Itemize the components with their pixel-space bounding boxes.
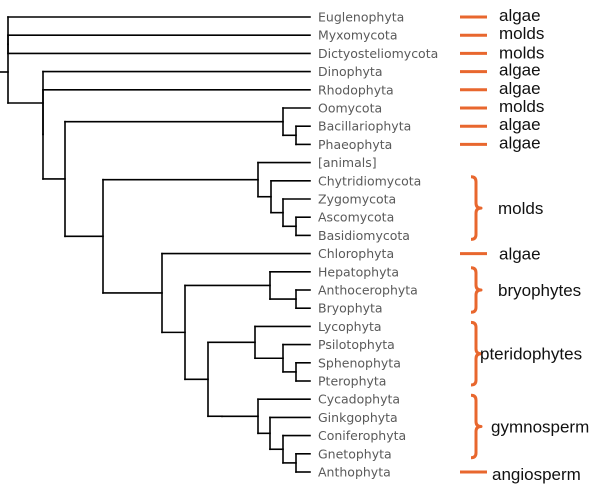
group-label: angiosperm xyxy=(492,465,581,484)
taxon-label: Sphenophyta xyxy=(318,355,401,370)
group-brace xyxy=(470,320,483,387)
group-label: algae xyxy=(499,115,541,134)
group-labels: algaemoldsmoldsalgaealgaemoldsalgaealgae… xyxy=(480,6,589,484)
taxon-label: Ascomycota xyxy=(318,210,394,225)
group-label: algae xyxy=(499,61,541,80)
taxon-label: Anthophyta xyxy=(318,465,391,480)
taxon-label: Lycophyta xyxy=(318,319,382,334)
taxon-label: Dictyosteliomycota xyxy=(318,46,438,61)
taxon-label: Bryophyta xyxy=(318,301,383,316)
taxon-label: Euglenophyta xyxy=(318,10,404,25)
taxon-label: Bacillariophyta xyxy=(318,119,411,134)
group-label: algae xyxy=(499,79,541,98)
taxon-label: Psilotophyta xyxy=(318,337,395,352)
group-brace xyxy=(470,266,483,314)
taxon-label: Chlorophyta xyxy=(318,246,394,261)
taxon-label: Myxomycota xyxy=(318,28,398,43)
taxon-label: Rhodophyta xyxy=(318,82,394,97)
tree-branches xyxy=(0,16,311,473)
taxon-label: Oomycota xyxy=(318,101,382,116)
group-brace xyxy=(470,175,483,241)
taxon-label: Gnetophyta xyxy=(318,446,392,461)
taxon-label: Cycadophyta xyxy=(318,392,400,407)
taxon-label: [animals] xyxy=(318,155,377,170)
group-label: pteridophytes xyxy=(480,345,582,364)
taxon-label: Coniferophyta xyxy=(318,428,406,443)
group-brackets xyxy=(460,15,487,474)
group-brace xyxy=(470,393,483,460)
group-label: molds xyxy=(498,199,543,218)
group-label: gymnosperm xyxy=(491,418,589,437)
taxon-label: Anthocerophyta xyxy=(318,283,418,298)
taxon-label: Hepatophyta xyxy=(318,264,399,279)
group-label: molds xyxy=(499,97,544,116)
taxon-label: Dinophyta xyxy=(318,64,382,79)
taxon-label: Zygomycota xyxy=(318,192,396,207)
taxon-labels: EuglenophytaMyxomycotaDictyosteliomycota… xyxy=(318,10,438,480)
group-label: molds xyxy=(499,43,544,62)
group-label: algae xyxy=(499,6,541,25)
taxon-label: Phaeophyta xyxy=(318,137,392,152)
group-label: algae xyxy=(499,245,541,264)
group-label: molds xyxy=(499,24,544,43)
group-label: algae xyxy=(499,133,541,152)
taxon-label: Basidiomycota xyxy=(318,228,410,243)
taxon-label: Ginkgophyta xyxy=(318,410,398,425)
taxon-label: Chytridiomycota xyxy=(318,173,421,188)
group-label: bryophytes xyxy=(498,281,581,300)
taxon-label: Pterophyta xyxy=(318,374,386,389)
